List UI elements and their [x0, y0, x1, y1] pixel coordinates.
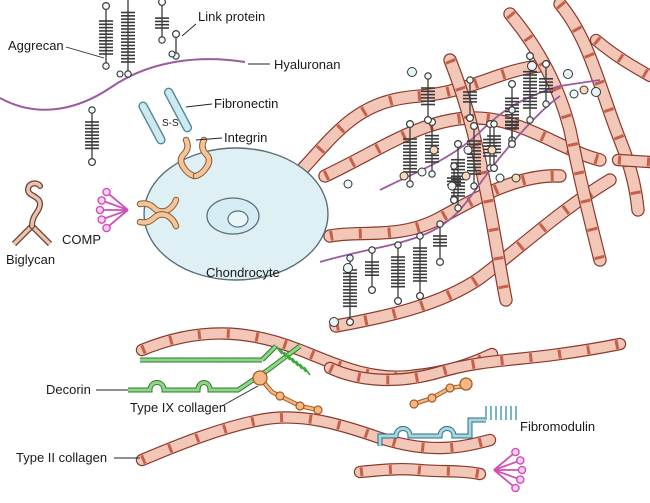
- network-aggrecan-14: [447, 162, 461, 205]
- disulfide-label: S-S: [162, 118, 179, 129]
- network-aggrecan-10: [523, 51, 537, 124]
- collagen-fibril-7: [589, 33, 650, 83]
- label-fibromodulin: Fibromodulin: [520, 419, 595, 434]
- fibromodulin-molecule: [377, 406, 517, 446]
- label-link-protein: Link protein: [198, 9, 265, 24]
- collagen-fibril-6: [553, 0, 645, 217]
- decorin-molecule: [128, 344, 311, 393]
- network-aggrecan-4: [413, 232, 427, 301]
- bottom-fibril-2: [323, 337, 627, 387]
- collagen-fibril-2: [293, 59, 547, 179]
- hyaluronan-strand: [0, 58, 246, 111]
- collagen-fibril-5: [503, 7, 607, 267]
- network-aggrecan-5: [433, 220, 447, 267]
- network-aggrecan-2: [365, 246, 379, 295]
- label-chondrocyte: Chondrocyte: [206, 265, 280, 280]
- aggrecan-2: [155, 0, 169, 44]
- aggrecan-4: [85, 106, 99, 167]
- label-comp: COMP: [62, 232, 101, 247]
- collagen-network: [293, 0, 650, 333]
- label-aggrecan: Aggrecan: [8, 38, 64, 53]
- bottom-fibril-3: [135, 411, 497, 467]
- comp-molecule-bottom: [493, 447, 527, 493]
- network-aggrecan-12: [403, 119, 417, 188]
- network-aggrecan-11: [539, 59, 553, 108]
- label-fibronectin: Fibronectin: [214, 96, 278, 111]
- network-aggrecan-13: [425, 117, 439, 178]
- network-aggrecan-3: [391, 241, 405, 306]
- label-biglycan: Biglycan: [6, 252, 55, 267]
- label-hyaluronan: Hyaluronan: [274, 57, 341, 72]
- aggrecan-3: [121, 0, 135, 78]
- network-aggrecan-18: [463, 76, 477, 122]
- labels: Aggrecan Link protein Hyaluronan Fibrone…: [6, 9, 595, 465]
- biglycan-molecule: [11, 180, 53, 247]
- leader-lines: [65, 23, 270, 459]
- aggrecan-1: [99, 1, 113, 70]
- aggrecan-molecules: [85, 0, 181, 167]
- label-integrin: Integrin: [224, 130, 267, 145]
- comp-molecule: [95, 187, 129, 233]
- fibronectin-molecule: S-S: [138, 87, 193, 145]
- chondrocyte-cell: [143, 147, 329, 281]
- type-ix-collagen-right: [409, 377, 473, 409]
- network-aggrecan-16: [505, 106, 519, 149]
- label-type-ix-collagen: Type IX collagen: [130, 400, 226, 415]
- collagen-fibril-9: [611, 153, 650, 169]
- integrin-left: [136, 196, 180, 230]
- label-type-ii-collagen: Type II collagen: [16, 450, 107, 465]
- label-decorin: Decorin: [46, 382, 91, 397]
- integrin-top: [177, 136, 213, 180]
- collagen-fibril-3: [329, 173, 617, 333]
- bottom-fibril-4: [353, 462, 487, 481]
- collagen-fibril-4: [323, 169, 567, 243]
- type-ix-collagen: [252, 370, 323, 415]
- network-aggrecan-17: [421, 72, 435, 124]
- bottom-collagen-fibrils: [135, 327, 627, 481]
